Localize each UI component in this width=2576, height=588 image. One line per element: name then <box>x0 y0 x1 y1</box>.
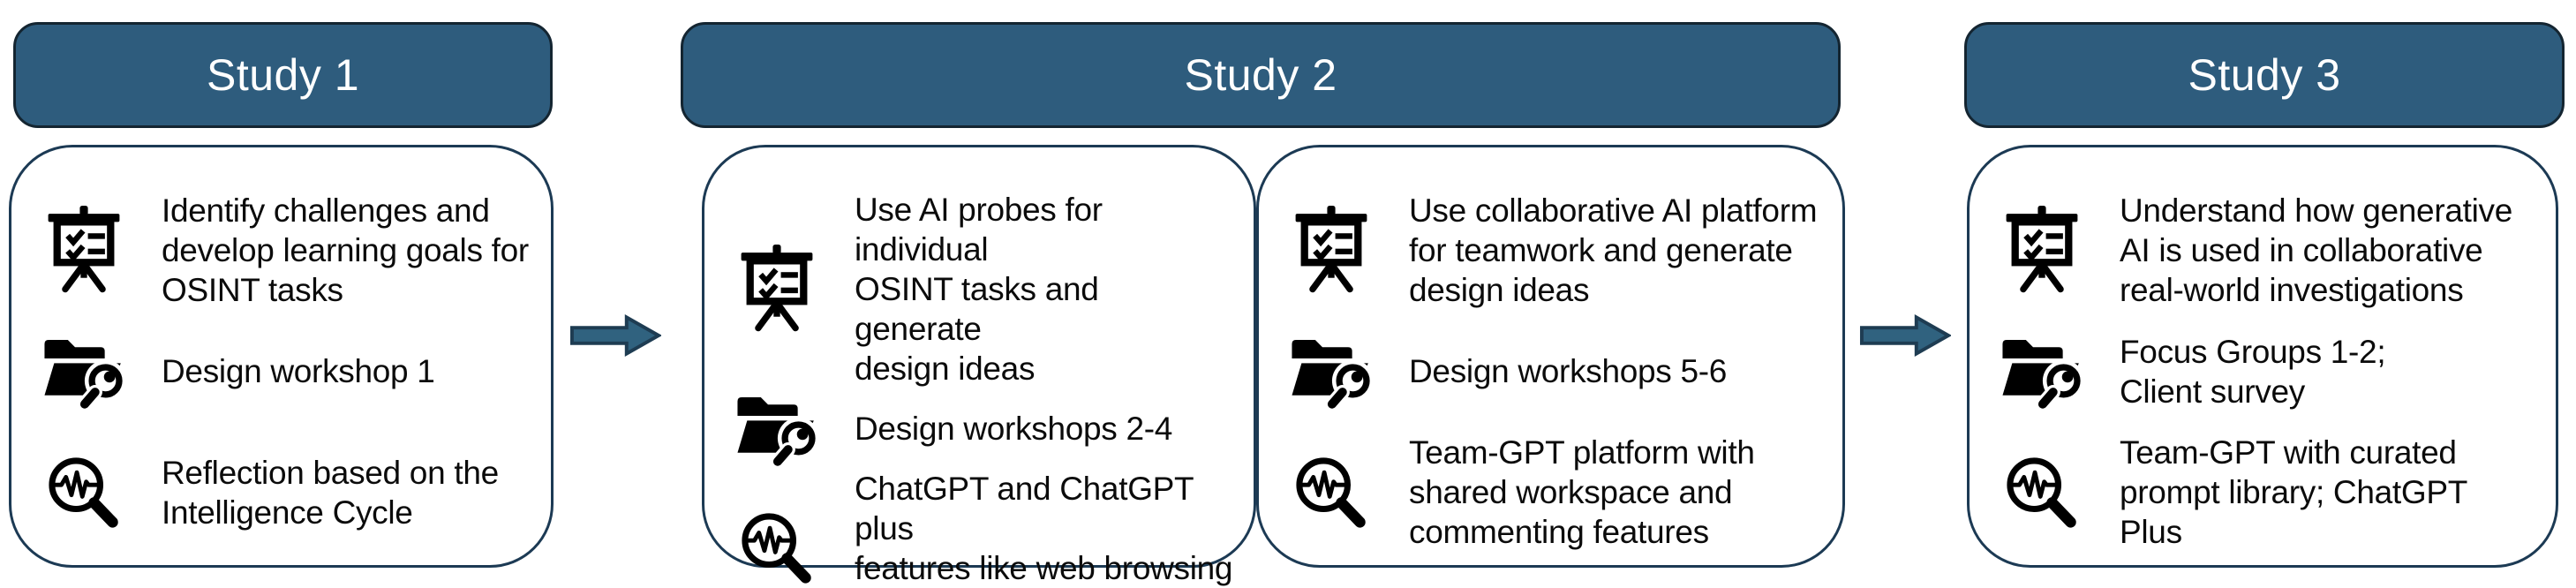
method-text: Focus Groups 1-2; Client survey <box>2120 333 2386 410</box>
tool-text: Team-GPT with curated prompt library; Ch… <box>2120 434 2467 550</box>
method-text: Design workshop 1 <box>162 353 435 389</box>
method-row: Design workshops 5-6 <box>1284 311 1823 432</box>
presentation-checklist-icon <box>1284 206 1379 295</box>
method-text: Design workshops 2-4 <box>855 411 1173 447</box>
magnifier-pulse-icon <box>36 454 132 531</box>
study1-header: Study 1 <box>13 22 553 128</box>
goal-row: Use collaborative AI platform for teamwo… <box>1284 190 1823 311</box>
study1-title: Study 1 <box>206 50 360 100</box>
folder-search-icon <box>1994 331 2090 411</box>
study3-title: Study 3 <box>2188 50 2341 100</box>
tool-text: Team-GPT platform with shared workspace … <box>1409 434 1755 550</box>
presentation-checklist-icon <box>1994 206 2090 295</box>
goal-text: Identify challenges and develop learning… <box>162 192 529 308</box>
tool-row: Team-GPT platform with shared workspace … <box>1284 432 1823 553</box>
right-arrow-icon <box>1859 313 1951 358</box>
study2-card-individual: Use AI probes for individual OSINT tasks… <box>702 145 1256 586</box>
goal-text: Use collaborative AI platform for teamwo… <box>1409 192 1818 308</box>
folder-search-icon <box>1284 331 1379 411</box>
goal-row: Use AI probes for individual OSINT tasks… <box>729 190 1234 388</box>
goal-text: Understand how generative AI is used in … <box>2120 192 2513 308</box>
goal-text: Use AI probes for individual OSINT tasks… <box>855 192 1103 387</box>
method-row: Focus Groups 1-2; Client survey <box>1994 311 2536 432</box>
magnifier-pulse-icon <box>1284 454 1379 531</box>
tool-row: Reflection based on the Intelligence Cyc… <box>36 432 531 553</box>
method-row: Design workshop 1 <box>36 311 531 432</box>
study2-header: Study 2 <box>681 22 1841 128</box>
magnifier-pulse-icon <box>729 509 825 587</box>
presentation-checklist-icon <box>36 206 132 295</box>
method-text: Design workshops 5-6 <box>1409 353 1728 389</box>
study2-card-collaborative: Use collaborative AI platform for teamwo… <box>1256 145 1845 568</box>
right-arrow-icon <box>569 313 661 358</box>
goal-row: Identify challenges and develop learning… <box>36 190 531 311</box>
study1-card: Identify challenges and develop learning… <box>9 145 554 568</box>
tool-text: Reflection based on the Intelligence Cyc… <box>162 454 499 531</box>
presentation-checklist-icon <box>729 245 825 334</box>
study3-header: Study 3 <box>1964 22 2565 128</box>
study2-title: Study 2 <box>1184 50 1337 100</box>
folder-search-icon <box>36 331 132 411</box>
magnifier-pulse-icon <box>1994 454 2090 531</box>
tool-row: Team-GPT with curated prompt library; Ch… <box>1994 432 2536 553</box>
goal-row: Understand how generative AI is used in … <box>1994 190 2536 311</box>
tool-text: ChatGPT and ChatGPT plus features like w… <box>855 471 1233 586</box>
folder-search-icon <box>729 388 825 469</box>
study3-card: Understand how generative AI is used in … <box>1967 145 2558 568</box>
tool-row: ChatGPT and ChatGPT plus features like w… <box>729 469 1234 588</box>
method-row: Design workshops 2-4 <box>729 388 1234 469</box>
